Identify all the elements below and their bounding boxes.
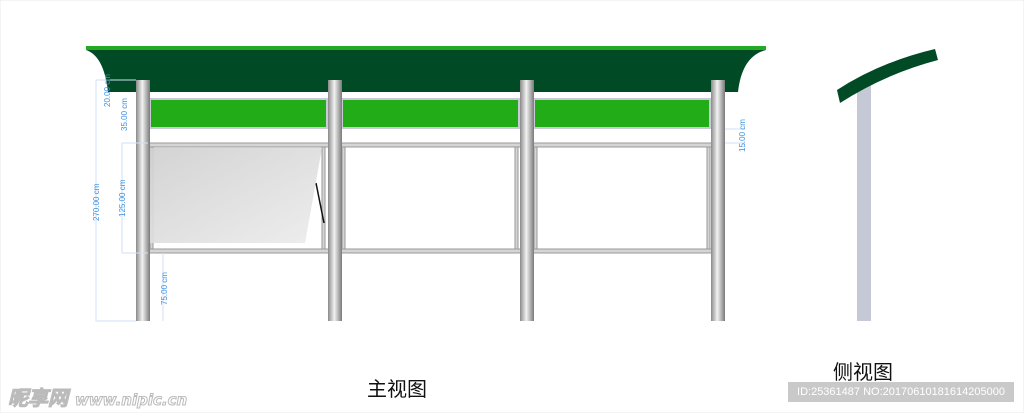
post (136, 80, 150, 321)
dimension-label: 15.00 cm (738, 119, 747, 152)
side-roof (837, 49, 938, 103)
side-view-caption: 侧视图 (833, 360, 893, 384)
dimension-label: 270.00 cm (92, 183, 101, 221)
dimension-label: 35.00 cm (120, 98, 129, 131)
post (328, 80, 342, 321)
watermark-logo: 昵享网 www.nipic.cn (8, 386, 188, 411)
roof (86, 50, 766, 92)
posts (136, 80, 725, 321)
dimension-label: 75.00 cm (160, 272, 169, 305)
watermark-site: www.nipic.cn (74, 391, 188, 410)
roof-edge (86, 46, 766, 50)
side-post (857, 82, 871, 321)
sign-band (533, 98, 711, 129)
post (711, 80, 725, 321)
dimension-label: 125.00 cm (118, 179, 127, 217)
sign-bands (149, 98, 711, 129)
open-display-panel (139, 148, 322, 243)
dimension-lines (95, 79, 745, 322)
sign-band (149, 98, 328, 129)
dimension-label: 20.00 cm (103, 74, 112, 107)
panel-strut (315, 182, 325, 224)
sign-band (341, 98, 520, 129)
post (520, 80, 534, 321)
front-view-caption: 主视图 (367, 377, 427, 401)
watermark-id: ID:25361487 NO:20170610181614205000 (788, 382, 1014, 402)
